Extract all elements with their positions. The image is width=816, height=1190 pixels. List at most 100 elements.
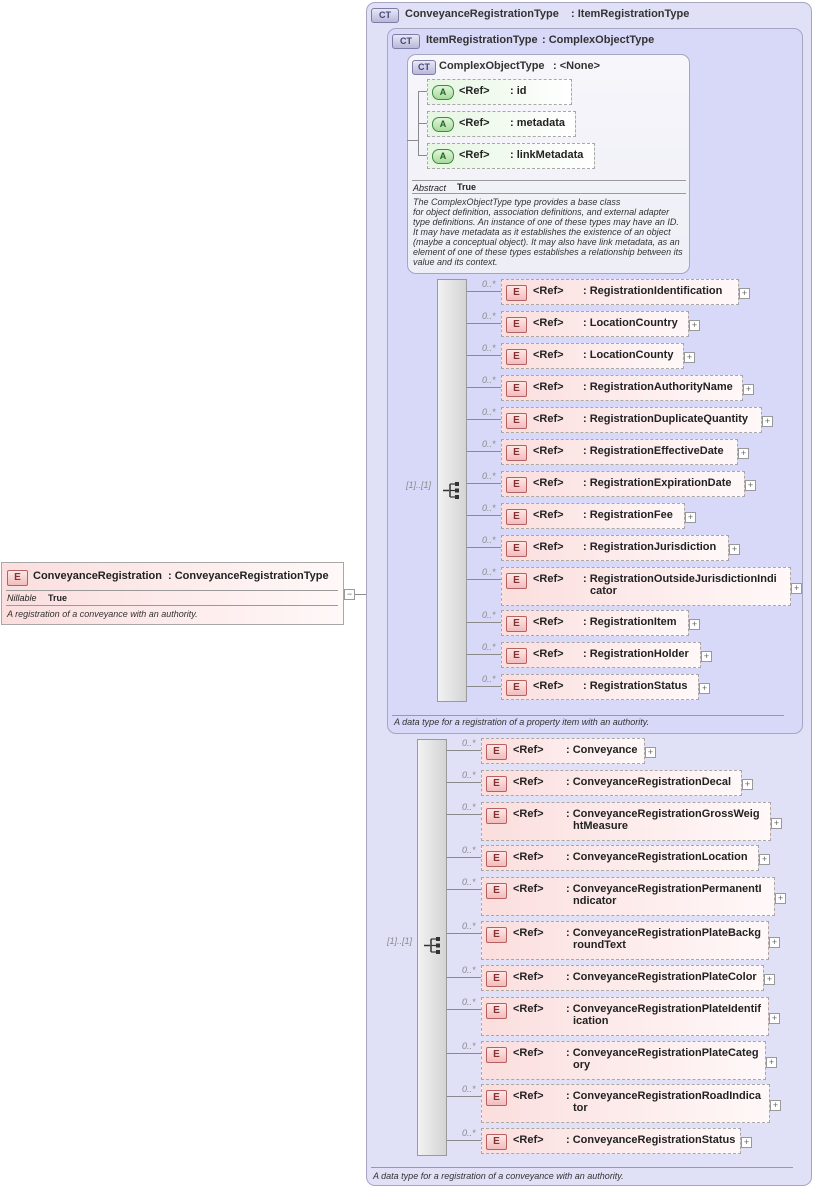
attribute-metadata[interactable]: A <Ref> : metadata bbox=[427, 111, 576, 137]
item-element-3[interactable]: E<Ref>: RegistrationAuthorityName bbox=[501, 375, 743, 401]
expand-button[interactable]: + bbox=[741, 1137, 752, 1148]
element-connector bbox=[467, 355, 501, 356]
element-ref: <Ref> bbox=[533, 616, 564, 628]
expand-button[interactable]: + bbox=[689, 320, 700, 331]
expand-button[interactable]: + bbox=[739, 288, 750, 299]
element-connector bbox=[447, 1009, 481, 1010]
item-element-9[interactable]: E<Ref>: RegistrationOutsideJurisdictionI… bbox=[501, 567, 791, 606]
conveyance-element-8[interactable]: E<Ref>: ConveyanceRegistrationPlateCateg… bbox=[481, 1041, 766, 1080]
conveyance-element-1[interactable]: E<Ref>: ConveyanceRegistrationDecal bbox=[481, 770, 742, 796]
sequence-cardinality: [1]..[1] bbox=[387, 936, 413, 946]
item-element-12[interactable]: E<Ref>: RegistrationStatus bbox=[501, 674, 699, 700]
expand-button[interactable]: + bbox=[743, 384, 754, 395]
element-icon: E bbox=[506, 477, 527, 493]
expand-button[interactable]: + bbox=[701, 651, 712, 662]
element-cardinality: 0..* bbox=[482, 642, 496, 652]
element-ref: <Ref> bbox=[533, 349, 564, 361]
expand-button[interactable]: + bbox=[645, 747, 656, 758]
element-ref: <Ref> bbox=[533, 413, 564, 425]
element-connector bbox=[447, 750, 481, 751]
expand-button[interactable]: + bbox=[684, 352, 695, 363]
expand-button[interactable]: + bbox=[699, 683, 710, 694]
expand-button[interactable]: + bbox=[685, 512, 696, 523]
conveyance-element-7[interactable]: E<Ref>: ConveyanceRegistrationPlateIdent… bbox=[481, 997, 769, 1036]
expand-button[interactable]: + bbox=[771, 818, 782, 829]
element-icon: E bbox=[506, 445, 527, 461]
ct-complex-base: : <None> bbox=[553, 60, 601, 72]
attr-trunk-link bbox=[407, 140, 418, 141]
ct-conveyance-name: ConveyanceRegistrationType bbox=[405, 8, 559, 20]
element-ref: <Ref> bbox=[513, 927, 544, 939]
item-element-10[interactable]: E<Ref>: RegistrationItem bbox=[501, 610, 689, 636]
conveyance-element-3[interactable]: E<Ref>: ConveyanceRegistrationLocation bbox=[481, 845, 759, 871]
conveyance-element-0[interactable]: E<Ref>: Conveyance bbox=[481, 738, 645, 764]
expand-button[interactable]: + bbox=[791, 583, 802, 594]
expand-button[interactable]: + bbox=[769, 1013, 780, 1024]
conveyance-element-6[interactable]: E<Ref>: ConveyanceRegistrationPlateColor bbox=[481, 965, 764, 991]
item-element-6[interactable]: E <Ref> : RegistrationExpirationDate bbox=[501, 471, 745, 497]
element-name: : RegistrationExpirationDate bbox=[583, 477, 732, 489]
attribute-link-metadata[interactable]: A <Ref> : linkMetadata bbox=[427, 143, 595, 169]
element-name: : ConveyanceRegistrationPlateColor bbox=[566, 971, 757, 983]
element-cardinality: 0..* bbox=[482, 471, 496, 481]
expand-button[interactable]: + bbox=[742, 779, 753, 790]
conveyance-element-10[interactable]: E<Ref>: ConveyanceRegistrationStatus bbox=[481, 1128, 741, 1154]
element-connector bbox=[467, 686, 501, 687]
element-cardinality: 0..* bbox=[462, 738, 476, 748]
conveyance-element-4[interactable]: E<Ref>: ConveyanceRegistrationPermanentI… bbox=[481, 877, 775, 916]
item-element-7[interactable]: E<Ref>: RegistrationFee bbox=[501, 503, 685, 529]
expand-button[interactable]: + bbox=[769, 937, 780, 948]
expand-button[interactable]: + bbox=[689, 619, 700, 630]
conveyance-element-9[interactable]: E<Ref>: ConveyanceRegistrationRoadIndica… bbox=[481, 1084, 770, 1123]
ct-item-name: ItemRegistrationType bbox=[426, 34, 538, 46]
element-ref: <Ref> bbox=[533, 477, 564, 489]
root-element[interactable]: E ConveyanceRegistration : ConveyanceReg… bbox=[1, 562, 344, 625]
conveyance-element-5[interactable]: E<Ref>: ConveyanceRegistrationPlateBackg… bbox=[481, 921, 769, 960]
element-ref: <Ref> bbox=[513, 971, 544, 983]
expand-button[interactable]: + bbox=[770, 1100, 781, 1111]
element-ref: <Ref> bbox=[533, 680, 564, 692]
expand-button[interactable]: + bbox=[762, 416, 773, 427]
nillable-value: True bbox=[48, 593, 68, 603]
item-element-11[interactable]: E<Ref>: RegistrationHolder bbox=[501, 642, 701, 668]
expand-button[interactable]: + bbox=[766, 1057, 777, 1068]
element-name: : RegistrationHolder bbox=[583, 648, 689, 660]
element-cardinality: 0..* bbox=[482, 567, 496, 577]
nillable-label: Nillable bbox=[7, 593, 37, 603]
element-cardinality: 0..* bbox=[462, 802, 476, 812]
ct-item-doc: A data type for a registration of a prop… bbox=[394, 717, 650, 727]
element-connector bbox=[467, 579, 501, 580]
expand-button[interactable]: + bbox=[745, 480, 756, 491]
element-ref: <Ref> bbox=[513, 883, 544, 895]
complex-type-icon: CT bbox=[412, 60, 436, 75]
element-name: : Conveyance bbox=[566, 744, 638, 756]
ct-conveyance-base: : ItemRegistrationType bbox=[571, 8, 690, 20]
element-icon: E bbox=[486, 808, 507, 824]
attribute-icon: A bbox=[432, 149, 454, 164]
item-element-0[interactable]: E<Ref>: RegistrationIdentification bbox=[501, 279, 739, 305]
element-connector bbox=[467, 483, 501, 484]
element-name: : RegistrationIdentification bbox=[583, 285, 723, 297]
element-icon: E bbox=[486, 1090, 507, 1106]
element-cardinality: 0..* bbox=[462, 965, 476, 975]
expand-button[interactable]: + bbox=[729, 544, 740, 555]
item-element-1[interactable]: E<Ref>: LocationCountry bbox=[501, 311, 689, 337]
element-connector bbox=[467, 654, 501, 655]
element-name: : RegistrationEffectiveDate bbox=[583, 445, 724, 457]
item-element-5[interactable]: E<Ref>: RegistrationEffectiveDate bbox=[501, 439, 738, 465]
expand-button[interactable]: + bbox=[775, 893, 786, 904]
expand-button[interactable]: + bbox=[738, 448, 749, 459]
item-element-2[interactable]: E<Ref>: LocationCounty bbox=[501, 343, 684, 369]
expand-button[interactable]: + bbox=[764, 974, 775, 985]
element-ref: <Ref> bbox=[533, 509, 564, 521]
expand-button[interactable]: + bbox=[759, 854, 770, 865]
item-element-4[interactable]: E<Ref>: RegistrationDuplicateQuantity bbox=[501, 407, 762, 433]
attribute-id[interactable]: A <Ref> : id bbox=[427, 79, 572, 105]
element-ref: <Ref> bbox=[513, 1047, 544, 1059]
item-element-8[interactable]: E<Ref>: RegistrationJurisdiction bbox=[501, 535, 729, 561]
element-icon: E bbox=[486, 1003, 507, 1019]
element-name: : ConveyanceRegistrationStatus bbox=[566, 1134, 736, 1146]
collapse-button[interactable]: − bbox=[344, 589, 355, 600]
